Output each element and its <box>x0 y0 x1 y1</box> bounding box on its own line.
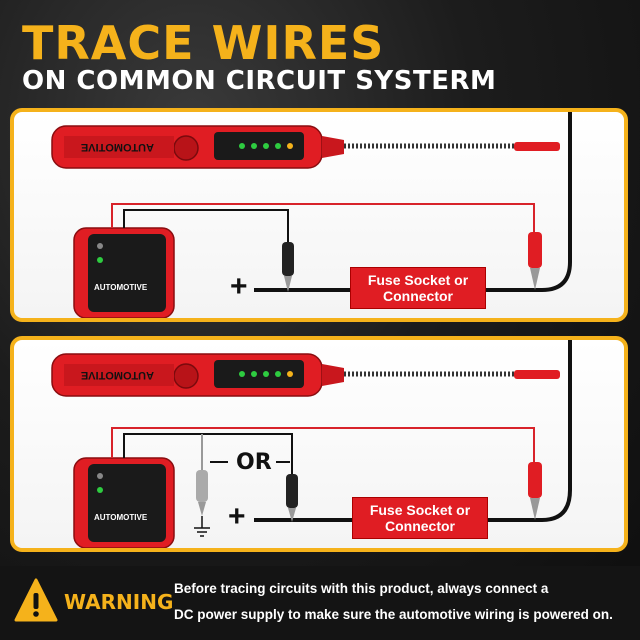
pen-tip <box>514 370 560 379</box>
warning-triangle-icon <box>14 578 58 622</box>
tracer-pen: AUTOMOTIVE <box>51 353 344 397</box>
fuse-label-line1: Fuse Socket or <box>367 272 469 288</box>
fuse-socket-label: Fuse Socket or Connector <box>352 497 488 539</box>
pen-tip <box>514 142 560 151</box>
positive-terminal-label: + <box>230 270 248 303</box>
tracer-pen: AUTOMOTIVE <box>51 125 344 169</box>
pen-label: AUTOMOTIVE <box>81 141 154 153</box>
receiver-box: AUTOMOTIVE <box>73 457 175 548</box>
warning-line-2: DC power supply to make sure the automot… <box>174 607 613 622</box>
positive-terminal-label: + <box>228 500 246 533</box>
or-label: OR <box>236 450 272 475</box>
fuse-label-line1: Fuse Socket or <box>369 502 471 518</box>
page-subtitle: ON COMMON CIRCUIT SYSTERM <box>22 66 497 96</box>
red-wire <box>111 427 535 462</box>
warning-line-1: Before tracing circuits with this produc… <box>174 581 549 596</box>
receiver-label: AUTOMOTIVE <box>94 283 148 292</box>
black-wire <box>123 209 289 242</box>
black-clip <box>282 242 294 292</box>
red-wire <box>111 203 535 232</box>
warning-bar: WARNING Before tracing circuits with thi… <box>0 566 640 640</box>
panel-1-drawing: AUTOMOTIVE AUTOMOTIVE <box>51 112 572 318</box>
fuse-socket-label: Fuse Socket or Connector <box>350 267 486 309</box>
receiver-label: AUTOMOTIVE <box>94 513 148 522</box>
black-main-wire <box>254 112 572 292</box>
black-clip <box>286 474 298 522</box>
panel-2-drawing: AUTOMOTIVE AUTOMOTIVE <box>51 340 572 548</box>
receiver-box: AUTOMOTIVE <box>73 227 175 318</box>
ground-clip <box>194 470 210 537</box>
fuse-label-line2: Connector <box>383 288 453 304</box>
red-clip <box>528 462 542 520</box>
warning-text: Before tracing circuits with this produc… <box>174 576 634 628</box>
diagram-panel-2: AUTOMOTIVE AUTOMOTIVE <box>10 336 628 552</box>
page-title: TRACE WIRES <box>22 16 385 70</box>
red-clip <box>528 232 542 290</box>
black-main-wire <box>254 340 572 522</box>
fuse-label-line2: Connector <box>385 518 455 534</box>
diagram-panel-1: AUTOMOTIVE AUTOMOTIVE <box>10 108 628 322</box>
black-wire <box>123 433 293 474</box>
pen-label: AUTOMOTIVE <box>81 369 154 381</box>
warning-label: WARNING <box>64 590 174 614</box>
